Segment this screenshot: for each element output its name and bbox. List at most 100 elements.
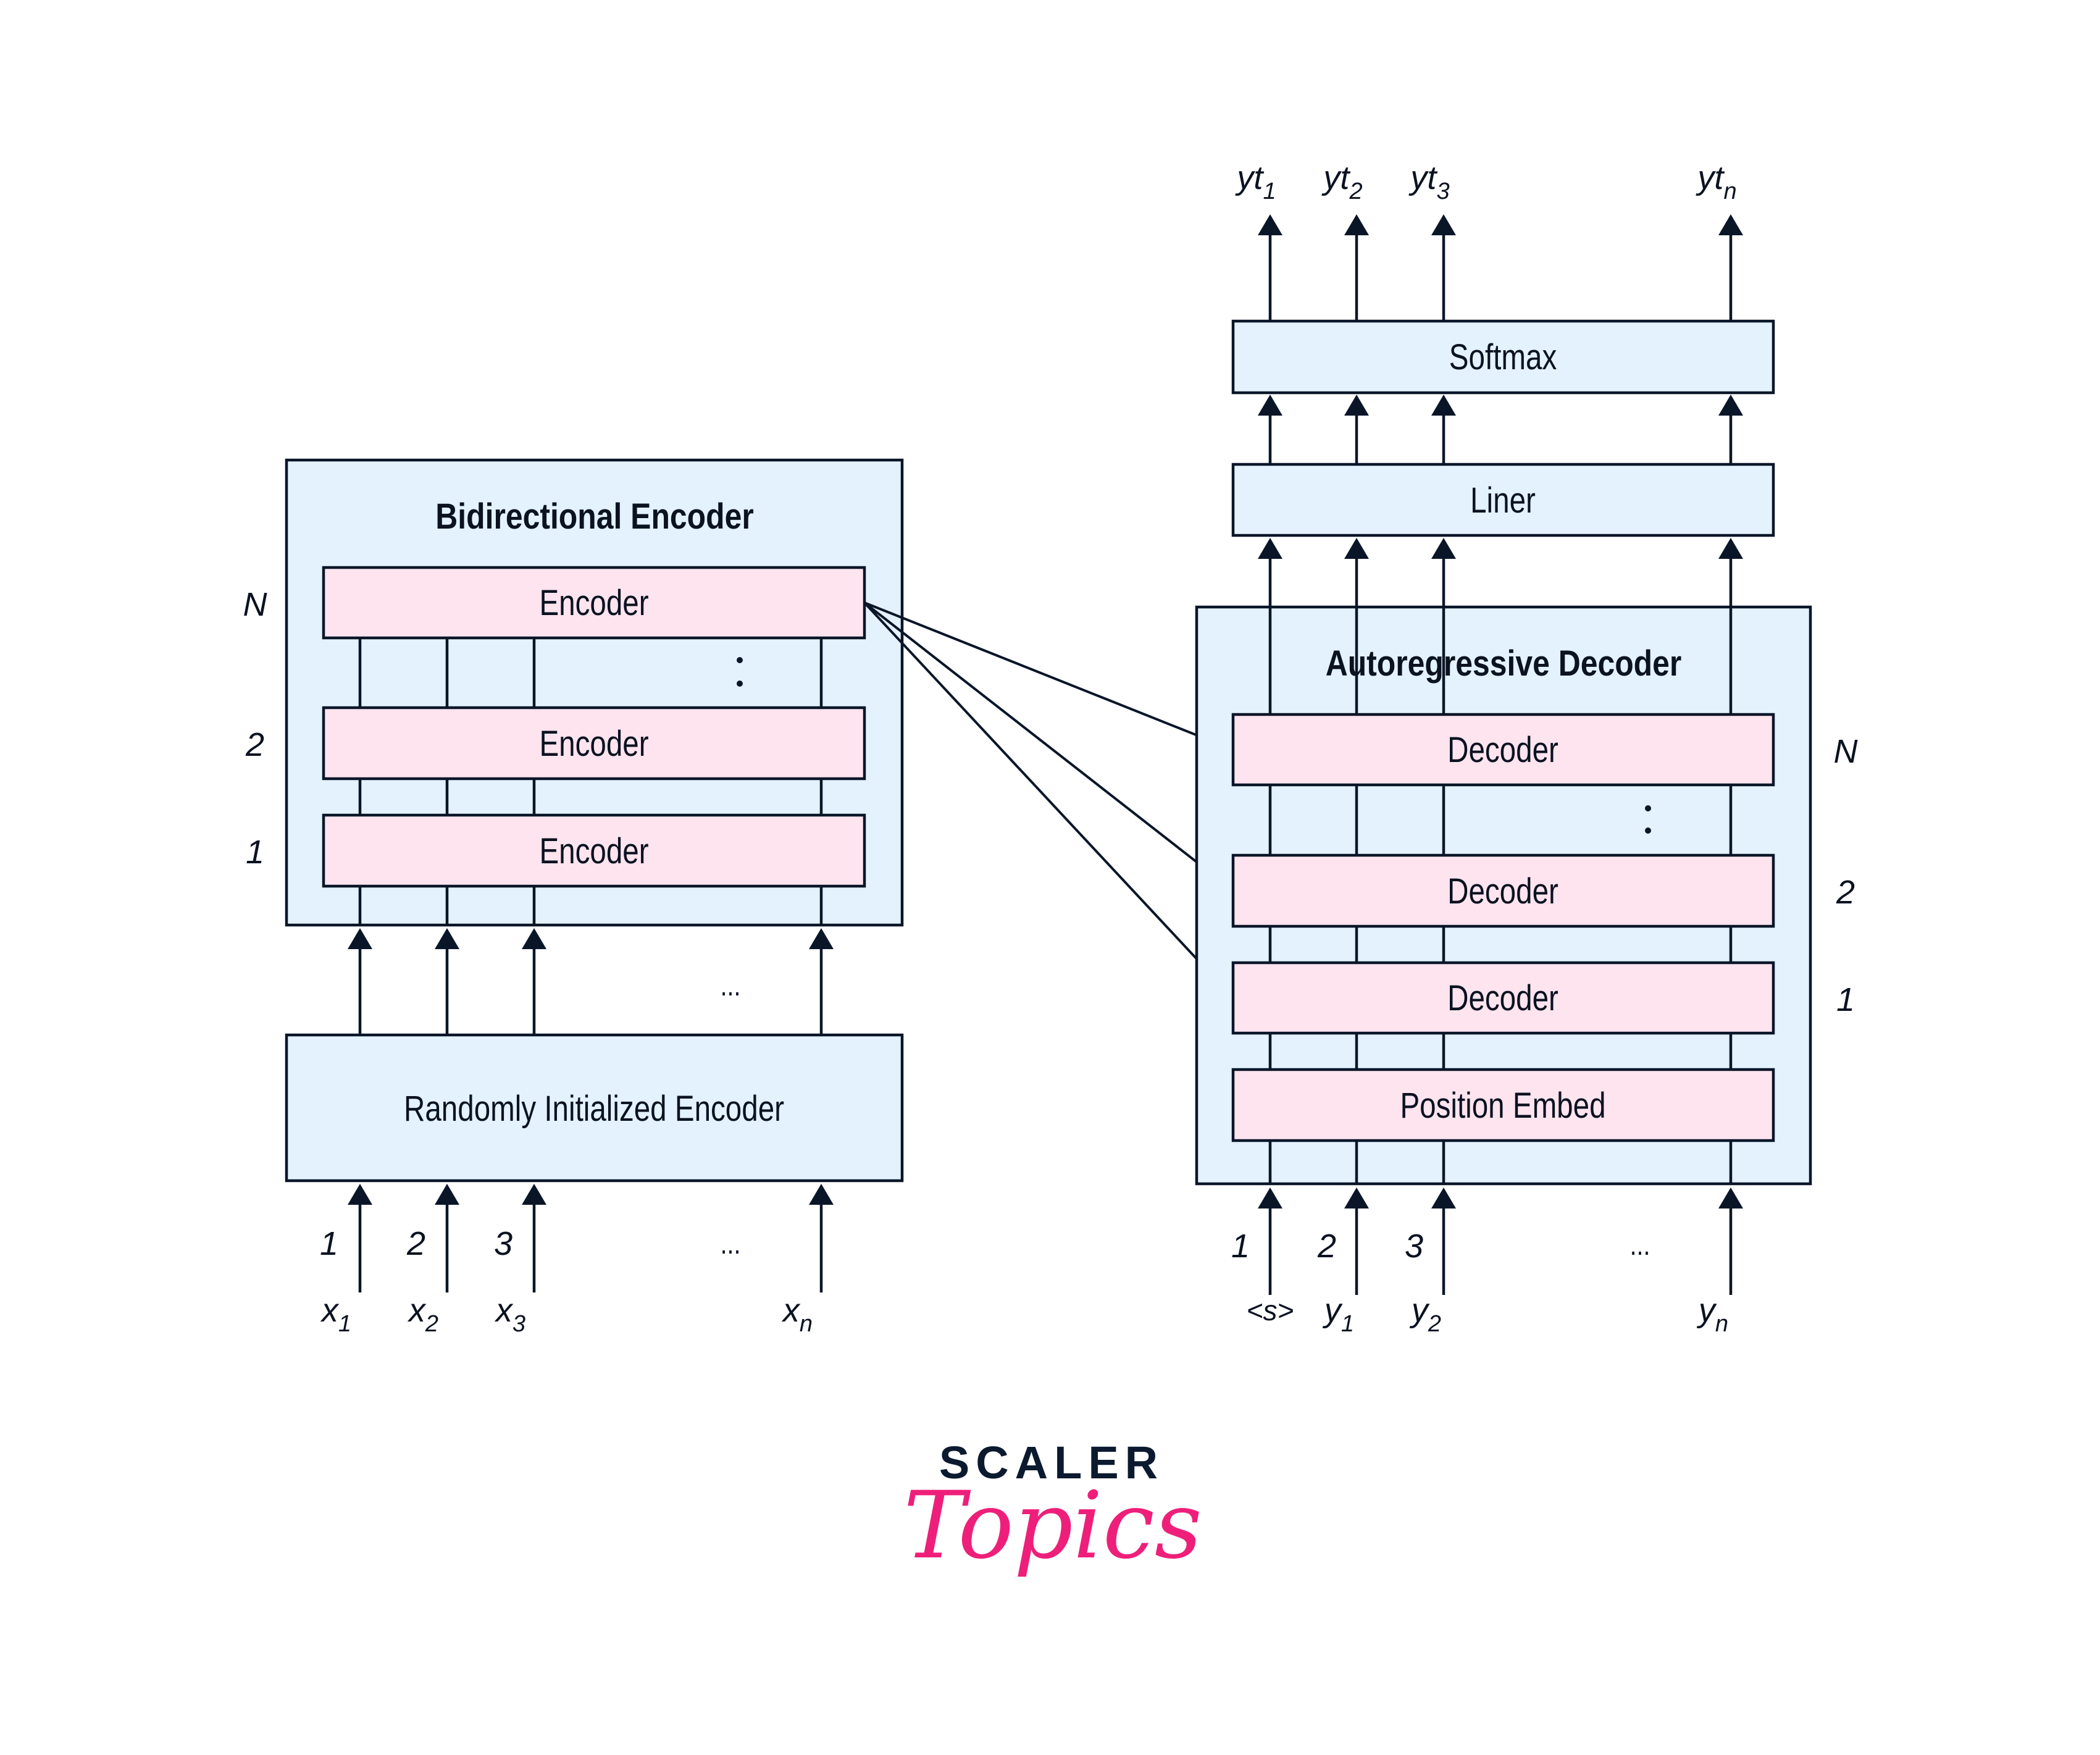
decoder-input-token: y2 <box>1409 1292 1441 1337</box>
decoder-to-linear-arrow-3 <box>1431 538 1456 607</box>
arrowhead-icon <box>348 1184 372 1205</box>
decoder-input-arrow-1 <box>1258 1187 1282 1295</box>
decoder-output-arrows <box>1258 214 1743 607</box>
linear-to-softmax-arrow-2 <box>1344 395 1369 464</box>
arrowhead-icon <box>1431 538 1456 559</box>
encoder-mid-arrow-1 <box>348 928 372 1035</box>
bidirectional-encoder-title: Bidirectional Encoder <box>435 496 754 537</box>
randomly-initialized-encoder[interactable]: Randomly Initialized Encoder <box>285 1033 904 1183</box>
encoder-stack-wires <box>358 638 823 925</box>
softmax-block[interactable]: Softmax <box>1231 319 1775 395</box>
encoder-layer-n[interactable]: Encoder <box>322 566 866 640</box>
linear-to-softmax-arrow-1 <box>1258 395 1282 464</box>
encoder-input-token: x3 <box>494 1292 525 1337</box>
encoder-layers: Encoder Encoder Encoder <box>322 566 866 888</box>
arrowhead-icon <box>1718 1187 1743 1208</box>
decoder-index-n: N <box>1834 733 1859 770</box>
token-text: x <box>320 1292 340 1329</box>
softmax-output-arrow-4 <box>1718 214 1743 321</box>
token-text: yt <box>1695 159 1725 196</box>
decoder-input-arrow-4 <box>1718 1187 1743 1295</box>
token-subscript: 3 <box>1436 178 1449 204</box>
arrowhead-icon <box>1258 1187 1282 1208</box>
decoder-layer-label: Decoder <box>1447 871 1558 911</box>
arrowhead-icon <box>1258 395 1282 416</box>
token-subscript: 2 <box>1428 1311 1441 1337</box>
encoder-layer-2[interactable]: Encoder <box>322 706 866 781</box>
arrowhead-icon <box>1344 214 1369 235</box>
encoder-layer-label: Encoder <box>539 724 648 764</box>
decoder-to-linear-arrow-4 <box>1718 538 1743 607</box>
softmax-output-arrow-3 <box>1431 214 1456 321</box>
token-text: y <box>1696 1292 1717 1329</box>
arrowhead-icon <box>1718 214 1743 235</box>
token-subscript: 1 <box>1263 178 1276 204</box>
encoder-inputs-ellipsis: ... <box>721 1228 741 1260</box>
connection-line <box>864 601 1210 742</box>
decoder-layer-n[interactable]: Decoder <box>1231 713 1775 787</box>
encoder-layer-label: Encoder <box>539 583 648 623</box>
token-text: y <box>1409 1292 1430 1329</box>
decoder-output-token: yt1 <box>1234 159 1276 204</box>
decoder-to-linear-arrow-2 <box>1344 538 1369 607</box>
arrowhead-icon <box>435 1184 459 1205</box>
encoder-input-arrow-2 <box>435 1184 459 1292</box>
autoregressive-decoder-title: Autoregressive Decoder <box>1326 643 1682 684</box>
decoder-layer-label: Decoder <box>1447 978 1558 1018</box>
decoder-input-token: y1 <box>1322 1292 1354 1337</box>
encoder-layer-1[interactable]: Encoder <box>322 813 866 888</box>
token-text: yt <box>1408 159 1437 196</box>
token-subscript: n <box>1715 1311 1728 1337</box>
encoder-mid-ellipsis: ... <box>721 970 741 1002</box>
decoder-layer-2[interactable]: Decoder <box>1231 853 1775 928</box>
cross-attention-connections <box>863 601 1233 998</box>
encoder-mid-arrow-3 <box>522 928 546 1035</box>
arrowhead-icon <box>348 928 372 949</box>
arrowhead-icon <box>1258 214 1282 235</box>
decoder-index-2: 2 <box>1836 874 1855 911</box>
arrowhead-icon <box>1718 538 1743 559</box>
linear-to-softmax-arrow-3 <box>1431 395 1456 464</box>
encoder-input-arrow-3 <box>522 1184 546 1292</box>
decoder-input-token: <s> <box>1247 1294 1294 1326</box>
logo-brand: SCALER <box>939 1437 1164 1488</box>
token-text: x <box>494 1292 514 1329</box>
arrowhead-icon <box>809 928 834 949</box>
encoder-input-position: 2 <box>406 1225 425 1262</box>
token-subscript: 3 <box>512 1311 525 1337</box>
cross-connection-1 <box>864 601 1233 752</box>
softmax-output-arrow-1 <box>1258 214 1282 321</box>
decoder-input-arrow-3 <box>1431 1187 1456 1295</box>
linear-label: Liner <box>1470 480 1536 521</box>
decoder-layer-1[interactable]: Decoder <box>1231 961 1775 1035</box>
arrowhead-icon <box>809 1184 834 1205</box>
decoder-output-token: ytn <box>1695 159 1736 204</box>
encoder-input-token: x2 <box>407 1292 438 1337</box>
position-embed-label: Position Embed <box>1400 1086 1605 1126</box>
arrowhead-icon <box>1258 538 1282 559</box>
arrowhead-icon <box>1344 538 1369 559</box>
encoder-input-position: 3 <box>494 1225 512 1262</box>
decoder-input-position: 3 <box>1405 1228 1423 1265</box>
logo-product: Topics <box>903 1472 1202 1580</box>
arrowhead-icon <box>522 928 546 949</box>
linear-block[interactable]: Liner <box>1231 463 1775 537</box>
arrowhead-icon <box>435 928 459 949</box>
decoder-input-arrows <box>1258 1187 1743 1295</box>
decoder-input-position: 2 <box>1317 1228 1336 1265</box>
position-embed-block[interactable]: Position Embed <box>1231 1068 1775 1142</box>
encoder-input-arrow-1 <box>348 1184 372 1292</box>
encoder-input-token: xn <box>781 1292 813 1337</box>
linear-to-softmax-arrow-4 <box>1718 395 1743 464</box>
token-text: yt <box>1321 159 1350 196</box>
arrowhead-icon <box>1431 1187 1456 1208</box>
token-text: x <box>407 1292 427 1329</box>
encoder-side: Bidirectional Encoder Encoder Encoder En… <box>243 458 904 1337</box>
encoder-mid-arrow-4 <box>809 928 834 1035</box>
connection-line <box>863 601 1214 876</box>
decoder-stack-gap-dots <box>1645 805 1651 834</box>
encoder-stack-gap-dots <box>737 657 743 687</box>
